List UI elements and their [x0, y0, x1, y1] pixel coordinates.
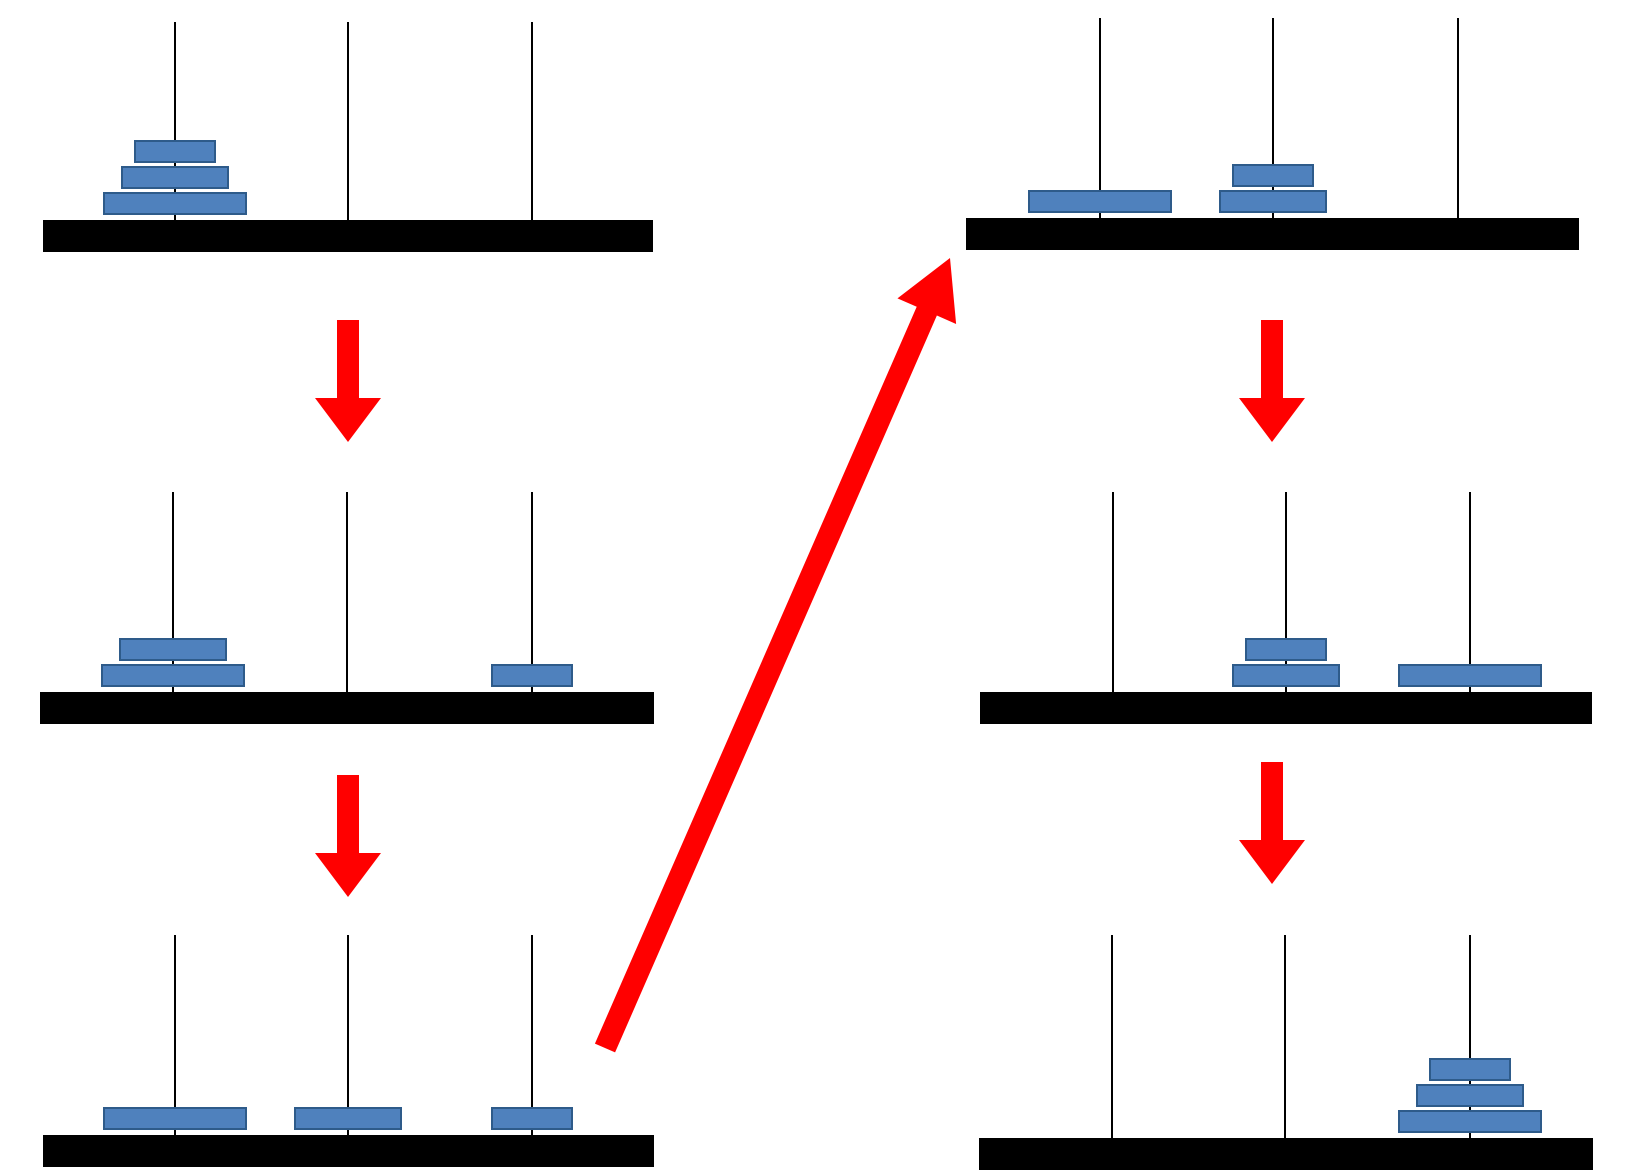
disk-large	[1398, 664, 1542, 687]
disk-medium	[1219, 190, 1327, 213]
disk-medium	[121, 166, 229, 189]
disk-medium	[1232, 664, 1340, 687]
disk-large	[101, 664, 245, 687]
disk-medium	[119, 638, 227, 661]
base-bar	[43, 220, 653, 252]
disk-small	[491, 664, 573, 687]
state-panel-4	[966, 18, 1579, 250]
disk-large	[103, 192, 247, 215]
arrow-down-icon	[1239, 320, 1305, 442]
disk-large	[1398, 1110, 1542, 1133]
disk-small	[1429, 1058, 1511, 1081]
base-bar	[966, 218, 1579, 250]
state-panel-6	[979, 935, 1593, 1170]
base-bar	[43, 1135, 654, 1167]
arrow-down-icon	[315, 320, 381, 442]
arrow-down-icon	[1239, 762, 1305, 884]
base-bar	[980, 692, 1592, 724]
base-bar	[979, 1138, 1593, 1170]
base-bar	[40, 692, 654, 724]
disk-small	[1232, 164, 1314, 187]
disk-small	[491, 1107, 573, 1130]
disk-medium	[1416, 1084, 1524, 1107]
disk-small	[1245, 638, 1327, 661]
arrow-diagonal-up-icon	[594, 258, 957, 1053]
arrow-down-icon	[315, 775, 381, 897]
disk-small	[134, 140, 216, 163]
disk-medium	[294, 1107, 402, 1130]
disk-large	[103, 1107, 247, 1130]
state-panel-2	[40, 492, 654, 724]
state-panel-5	[980, 492, 1592, 724]
state-panel-3	[43, 935, 654, 1167]
disk-large	[1028, 190, 1172, 213]
state-panels	[40, 18, 1593, 1170]
state-panel-1	[43, 22, 653, 252]
transition-arrows	[315, 258, 1305, 1053]
